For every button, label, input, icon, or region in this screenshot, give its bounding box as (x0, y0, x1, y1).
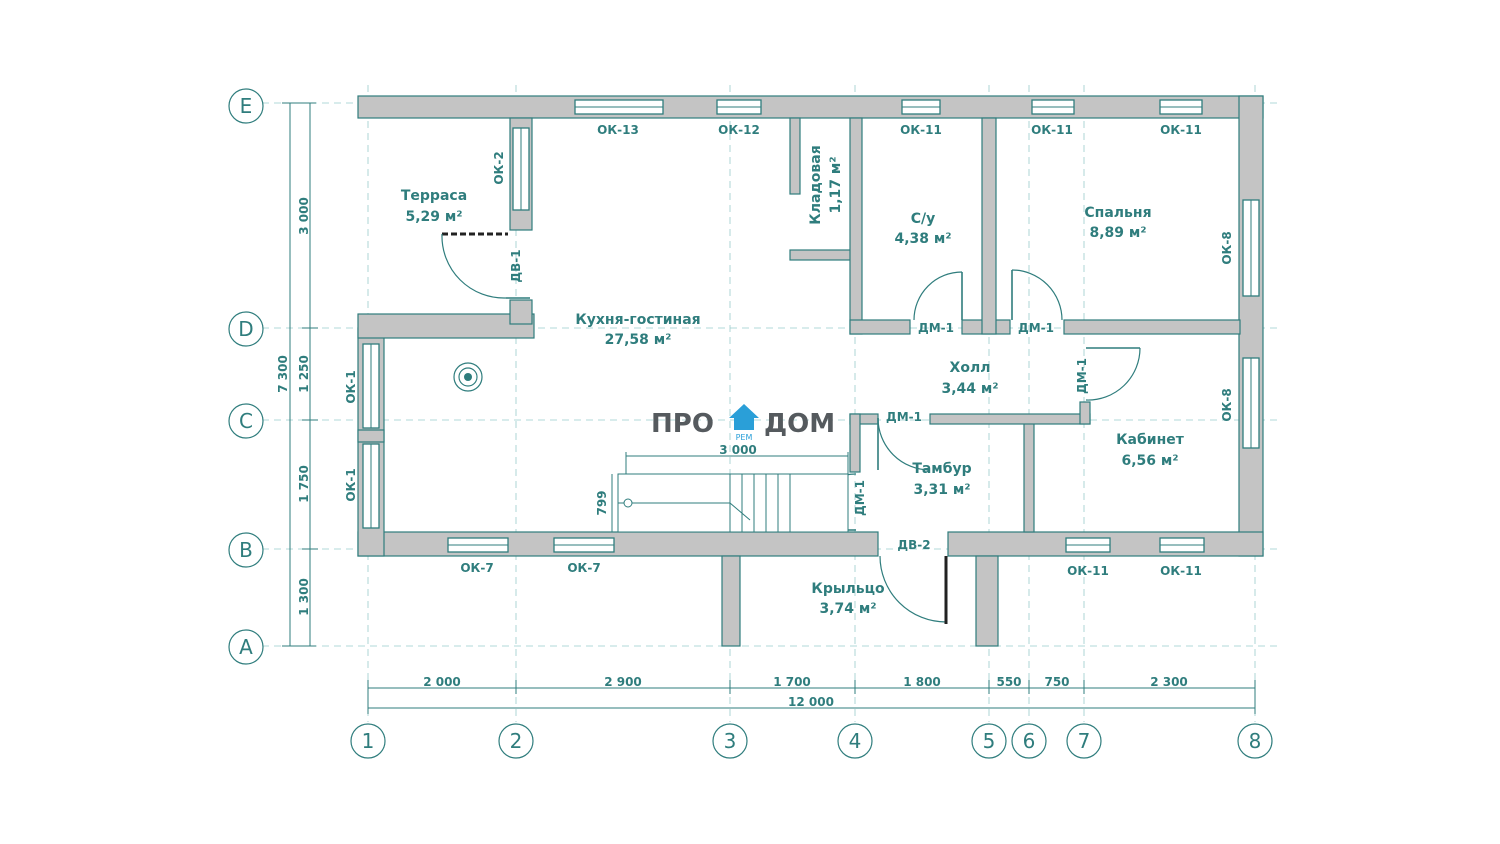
axis-row-e: E (240, 94, 253, 118)
room-kitchen-area: 27,58 м² (605, 332, 672, 348)
room-pantry-area: 1,17 м² (828, 157, 844, 214)
tag-ok13: ОК-13 (597, 123, 639, 137)
tag-ok8-bedroom: ОК-8 (1220, 231, 1234, 264)
dim-bottom-4: 1 800 (903, 675, 941, 689)
grid-lines (262, 85, 1278, 722)
dim-bottom-7: 2 300 (1150, 675, 1188, 689)
stove-icon (453, 362, 483, 392)
tag-ok8-office: ОК-8 (1220, 388, 1234, 421)
dim-left-2: 1 250 (297, 355, 311, 393)
axis-row-a: A (239, 635, 253, 659)
room-vestibule-name: Тамбур (912, 461, 971, 477)
room-hall-area: 3,44 м² (942, 381, 999, 397)
axis-col-4: 4 (849, 729, 862, 753)
tag-ok11-bedroom-a: ОК-11 (1031, 123, 1073, 137)
tag-dm1-stair: ДМ-1 (853, 480, 867, 516)
room-labels: Терраса 5,29 м² Кухня-гостиная 27,58 м² … (401, 145, 1185, 617)
axis-col-6: 6 (1023, 729, 1036, 753)
stair-dimensions: 3 000 799 (595, 443, 849, 532)
tag-ok11-office-b: ОК-11 (1160, 564, 1202, 578)
tag-ok11-bedroom-b: ОК-11 (1160, 123, 1202, 137)
dim-bottom-total: 12 000 (788, 695, 834, 709)
dim-bottom-5: 550 (996, 675, 1021, 689)
window-tags: ОК-13 ОК-12 ОК-11 ОК-11 ОК-11 ОК-7 ОК-7 … (344, 123, 1234, 578)
house-icon (729, 404, 759, 430)
axis-col-5: 5 (983, 729, 996, 753)
logo-text-left: ПРО (651, 409, 714, 439)
row-axis-bubbles: E D C B A (228, 88, 264, 665)
bottom-dimensions: 2 000 2 900 1 700 1 800 550 750 2 300 12… (367, 675, 1256, 714)
tag-dm1-office: ДМ-1 (1075, 358, 1089, 394)
tag-dv1: ДВ-1 (509, 249, 523, 282)
axis-row-c: C (239, 409, 253, 433)
tag-ok11-office-a: ОК-11 (1067, 564, 1109, 578)
room-office-area: 6,56 м² (1122, 453, 1179, 469)
room-bedroom-area: 8,89 м² (1090, 225, 1147, 241)
left-dimensions: 3 000 1 250 1 750 1 300 7 300 (276, 102, 318, 647)
room-porch-name: Крыльцо (811, 581, 885, 597)
axis-col-1: 1 (362, 729, 375, 753)
tag-dv2: ДВ-2 (897, 538, 930, 552)
tag-ok11-bathroom: ОК-11 (900, 123, 942, 137)
column-axis-bubbles: 1 2 3 4 5 6 7 8 (350, 723, 1273, 759)
dim-left-3: 1 750 (297, 465, 311, 503)
room-vestibule-area: 3,31 м² (914, 482, 971, 498)
room-porch-area: 3,74 м² (820, 601, 877, 617)
room-hall-name: Холл (950, 360, 991, 376)
room-bathroom-name: С/у (911, 211, 936, 227)
dim-stair-depth: 799 (595, 490, 609, 515)
room-kitchen-name: Кухня-гостиная (575, 312, 700, 328)
dim-left-4: 1 300 (297, 578, 311, 616)
axis-col-7: 7 (1078, 729, 1091, 753)
dim-bottom-6: 750 (1044, 675, 1069, 689)
dim-left-total: 7 300 (276, 355, 290, 393)
room-terrace-area: 5,29 м² (406, 209, 463, 225)
dim-stair-width: 3 000 (719, 443, 757, 457)
doors (441, 232, 1141, 624)
door-tags: ДВ-1 ДМ-1 ДМ-1 ДМ-1 ДМ-1 ДМ-1 ДВ-2 (509, 249, 1089, 552)
room-pantry-name: Кладовая (808, 145, 824, 224)
tag-dm1-bedroom: ДМ-1 (1018, 321, 1054, 335)
axis-row-d: D (238, 317, 253, 341)
axis-row-b: B (239, 538, 253, 562)
logo-text-right: ДОМ (764, 409, 835, 439)
axis-col-3: 3 (724, 729, 737, 753)
dim-bottom-3: 1 700 (773, 675, 811, 689)
dim-bottom-2: 2 900 (604, 675, 642, 689)
room-bathroom-area: 4,38 м² (895, 231, 952, 247)
room-terrace-name: Терраса (401, 188, 467, 204)
tag-ok1-a: ОК-1 (344, 370, 358, 403)
room-office-name: Кабинет (1116, 432, 1185, 448)
tag-ok7-a: ОК-7 (460, 561, 493, 575)
dim-left-1: 3 000 (297, 197, 311, 235)
windows (362, 99, 1260, 553)
tag-ok1-b: ОК-1 (344, 468, 358, 501)
room-bedroom-name: Спальня (1084, 205, 1151, 221)
dim-bottom-1: 2 000 (423, 675, 461, 689)
tag-dm1-bathroom: ДМ-1 (918, 321, 954, 335)
tag-ok12: ОК-12 (718, 123, 760, 137)
prodom-logo: ПРО РЕМ ДОМ (651, 404, 835, 442)
logo-text-sub: РЕМ (736, 433, 753, 442)
tag-ok7-b: ОК-7 (567, 561, 600, 575)
axis-col-8: 8 (1249, 729, 1262, 753)
tag-ok2: ОК-2 (492, 151, 506, 184)
staircase (617, 473, 849, 533)
axis-col-2: 2 (510, 729, 523, 753)
tag-dm1-vestibule: ДМ-1 (886, 410, 922, 424)
